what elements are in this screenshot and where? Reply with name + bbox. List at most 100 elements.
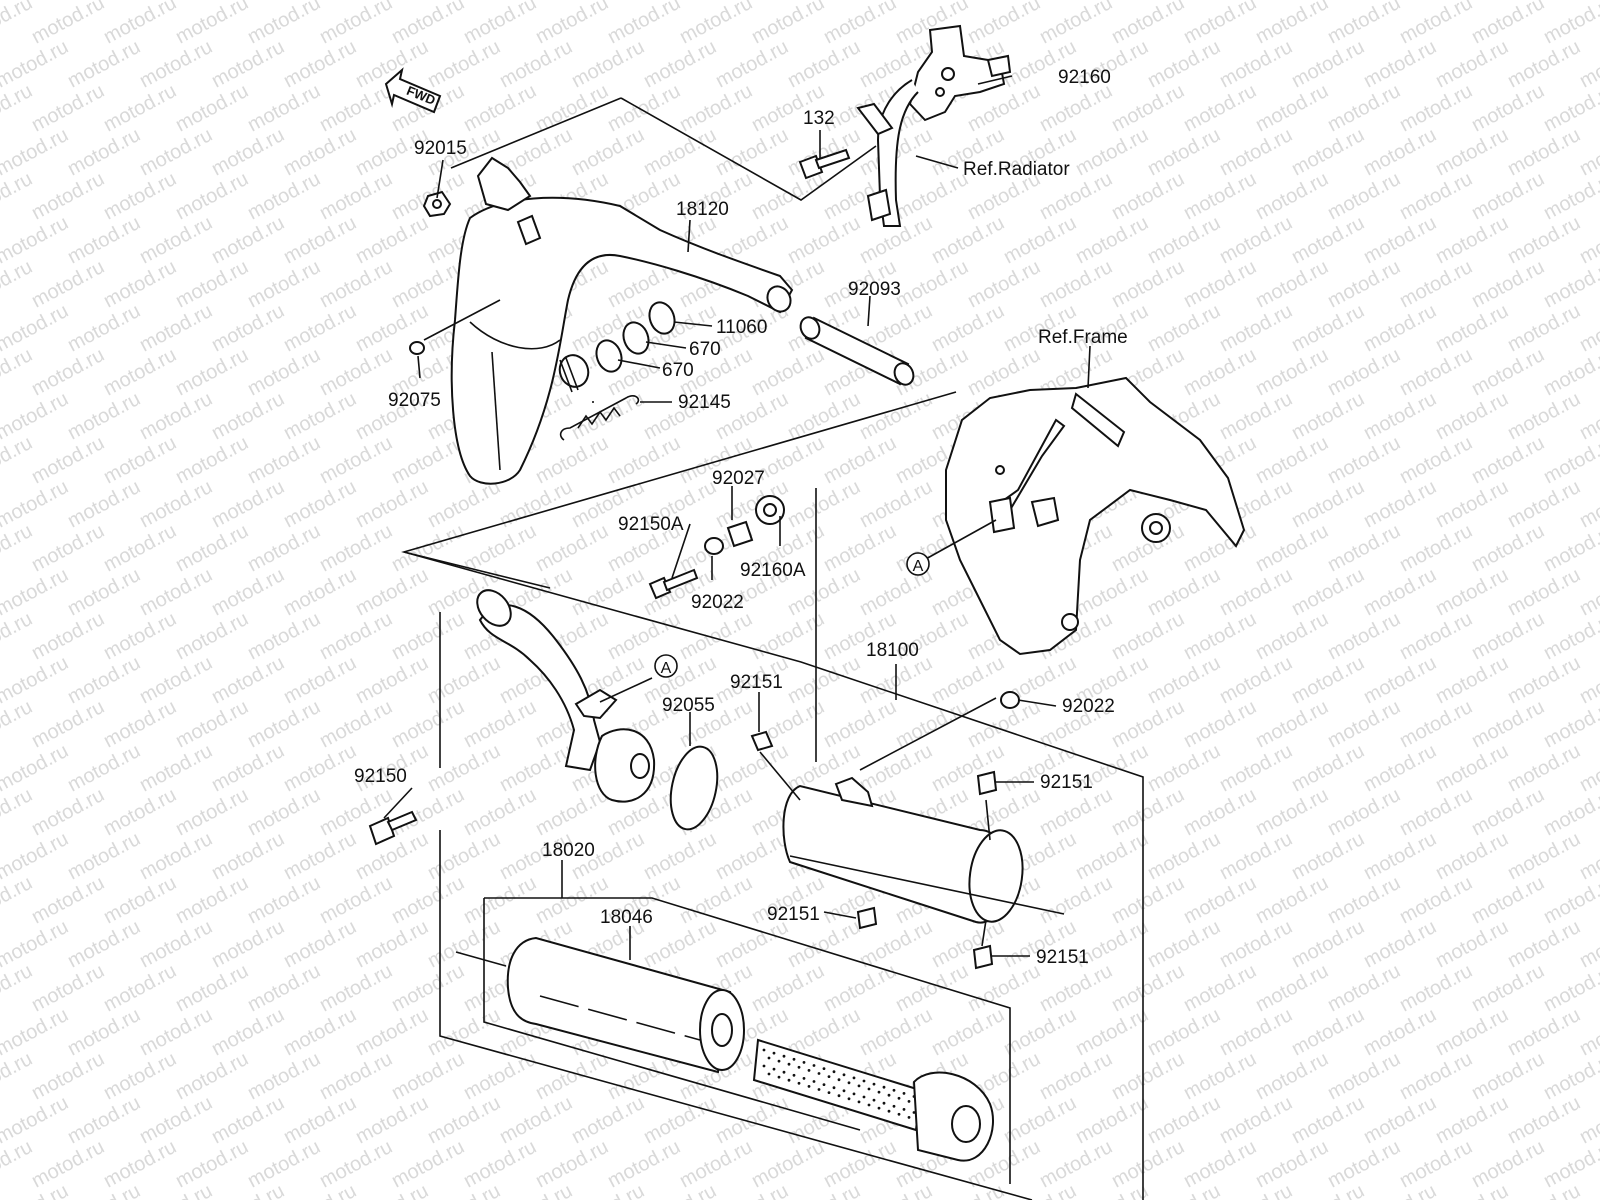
watermark-text: motod.ru (100, 432, 180, 488)
watermark-text: motod.ru (172, 168, 252, 224)
watermark-text: motod.ru (1576, 124, 1600, 180)
perforation-dot (847, 1081, 851, 1085)
watermark-text: motod.ru (1144, 916, 1224, 972)
watermark-text: motod.ru (100, 1136, 180, 1192)
watermark-text: motod.ru (1576, 916, 1600, 972)
watermark-text: motod.ru (1252, 0, 1332, 48)
watermark-text: motod.ru (460, 696, 540, 752)
perforation-dot (902, 1092, 906, 1095)
watermark-text: motod.ru (1468, 344, 1548, 400)
watermark-text: motod.ru (1288, 300, 1368, 356)
watermark-text: motod.ru (568, 124, 648, 180)
watermark-text: motod.ru (784, 124, 864, 180)
watermark-text: motod.ru (712, 828, 792, 884)
bolt-92151-c (856, 906, 878, 930)
perforation-dot (852, 1092, 856, 1096)
watermark-text: motod.ru (388, 432, 468, 488)
watermark-text: motod.ru (1432, 388, 1512, 444)
watermark-text: motod.ru (1468, 520, 1548, 576)
watermark-text: motod.ru (136, 476, 216, 532)
perforation-dot (882, 1085, 886, 1089)
watermark-text: motod.ru (532, 0, 612, 48)
watermark-text: motod.ru (64, 564, 144, 620)
watermark-text: motod.ru (1216, 1092, 1296, 1148)
watermark-text: motod.ru (280, 828, 360, 884)
watermark-text: motod.ru (208, 652, 288, 708)
watermark-text: motod.ru (316, 0, 396, 48)
watermark-text: motod.ru (1468, 256, 1548, 312)
watermark-text: motod.ru (64, 916, 144, 972)
watermark-text: motod.ru (208, 564, 288, 620)
watermark-text: motod.ru (1396, 344, 1476, 400)
watermark-text: motod.ru (1180, 80, 1260, 136)
part-label-670-b: 670 (662, 360, 694, 381)
part-label-18046: 18046 (600, 907, 653, 928)
watermark-text: motod.ru (316, 696, 396, 752)
watermark-text: motod.ru (208, 36, 288, 92)
perforation-dot (842, 1073, 846, 1077)
watermark-text: motod.ru (532, 1136, 612, 1192)
perforation-dot (762, 1064, 766, 1068)
part-label-92022-b: 92022 (1062, 696, 1115, 717)
watermark-text: motod.ru (820, 520, 900, 576)
watermark-text: motod.ru (172, 872, 252, 928)
watermark-text: motod.ru (784, 388, 864, 444)
watermark-text: motod.ru (100, 344, 180, 400)
watermark-text: motod.ru (1216, 652, 1296, 708)
ref-frame-label: Ref.Frame (1038, 327, 1128, 348)
watermark-text: motod.ru (1432, 476, 1512, 532)
watermark-text: motod.ru (1180, 256, 1260, 312)
perforation-dot (847, 1097, 851, 1101)
watermark-text: motod.ru (1396, 872, 1476, 928)
perforation-dot (817, 1072, 821, 1075)
perforation-dot (797, 1081, 801, 1085)
watermark-text: motod.ru (1432, 212, 1512, 268)
perforation-dot (872, 1098, 876, 1102)
perforation-dot (792, 1073, 796, 1077)
watermark-text: motod.ru (1360, 740, 1440, 796)
watermark-text: motod.ru (100, 80, 180, 136)
watermark-text: motod.ru (316, 608, 396, 664)
perforation-dot (822, 1083, 826, 1086)
watermark-text: motod.ru (1180, 872, 1260, 928)
perforation-dot (827, 1075, 831, 1078)
watermark-text: motod.ru (316, 80, 396, 136)
part-label-132: 132 (803, 108, 835, 129)
watermark-text: motod.ru (280, 212, 360, 268)
perforation-dot (837, 1078, 841, 1082)
watermark-text: motod.ru (424, 740, 504, 796)
watermark-text: motod.ru (280, 300, 360, 356)
watermark-text: motod.ru (208, 212, 288, 268)
watermark-text: motod.ru (1396, 520, 1476, 576)
watermark-text: motod.ru (280, 1092, 360, 1148)
watermark-text: motod.ru (820, 0, 900, 48)
watermark-text: motod.ru (208, 740, 288, 796)
watermark-text: motod.ru (1324, 344, 1404, 400)
watermark-text: motod.ru (604, 0, 684, 48)
watermark-text: motod.ru (28, 520, 108, 576)
watermark-text: motod.ru (1144, 300, 1224, 356)
watermark-text: motod.ru (1468, 80, 1548, 136)
watermark-text: motod.ru (28, 80, 108, 136)
perforation-dot (787, 1078, 791, 1082)
watermark-text: motod.ru (1072, 124, 1152, 180)
watermark-text: motod.ru (136, 36, 216, 92)
watermark-text: motod.ru (748, 344, 828, 400)
watermark-text: motod.ru (1108, 696, 1188, 752)
watermark-text: motod.ru (172, 0, 252, 48)
watermark-text: motod.ru (1324, 960, 1404, 1016)
watermark-text: motod.ru (496, 1092, 576, 1148)
watermark-text: motod.ru (316, 872, 396, 928)
watermark-text: motod.ru (1432, 1180, 1512, 1200)
part-label-92027: 92027 (712, 468, 765, 489)
watermark-text: motod.ru (1396, 1136, 1476, 1192)
perforation-dot (912, 1111, 916, 1114)
perforation-dot (857, 1084, 861, 1088)
watermark-text: motod.ru (136, 212, 216, 268)
watermark-text: motod.ru (280, 388, 360, 444)
perforation-dot (882, 1101, 886, 1105)
watermark-text: motod.ru (208, 916, 288, 972)
watermark-text: motod.ru (352, 564, 432, 620)
bolt-92151-a (750, 730, 774, 752)
watermark-text: motod.ru (1288, 652, 1368, 708)
